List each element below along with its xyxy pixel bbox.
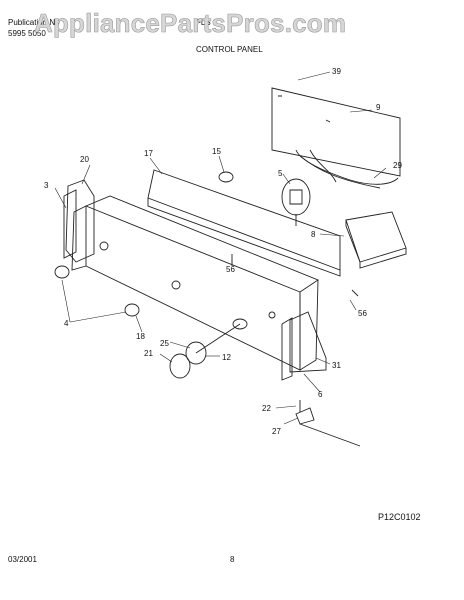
callout-21: 21 <box>144 349 153 358</box>
part-knob-21 <box>169 353 191 379</box>
callout-29: 29 <box>393 161 402 170</box>
callout-12: 12 <box>222 353 231 362</box>
footer-date: 03/2001 <box>8 555 37 564</box>
callout-6: 6 <box>318 390 323 399</box>
callout-4: 4 <box>64 319 69 328</box>
part-light <box>218 171 234 183</box>
figure-code: P12C0102 <box>378 512 421 522</box>
part-ring-25 <box>185 341 207 365</box>
part-knob-mid <box>124 303 140 317</box>
callout-27: 27 <box>272 427 281 436</box>
callout-56-upper: 56 <box>226 265 235 274</box>
callout-22: 22 <box>262 404 271 413</box>
callout-8: 8 <box>311 230 316 239</box>
callout-56-lower: 56 <box>358 309 367 318</box>
callout-20: 20 <box>80 155 89 164</box>
callout-3: 3 <box>44 181 49 190</box>
callout-25: 25 <box>160 339 169 348</box>
callout-39: 39 <box>332 67 341 76</box>
footer-page: 8 <box>230 555 235 564</box>
part-bracket <box>271 87 401 177</box>
publication-number: 5995 5050 <box>8 29 46 38</box>
publication-number-label: Publication No <box>8 18 60 27</box>
model-label: FLS <box>196 18 211 27</box>
part-knob-left <box>54 265 70 279</box>
section-title: CONTROL PANEL <box>196 45 263 54</box>
callout-31: 31 <box>332 361 341 370</box>
callout-5: 5 <box>278 169 283 178</box>
callout-17: 17 <box>144 149 153 158</box>
part-endcap-right <box>289 311 327 373</box>
callout-9: 9 <box>376 103 381 112</box>
callout-18: 18 <box>136 332 145 341</box>
watermark-logo: AppliancePartsPros.com <box>34 8 347 39</box>
callout-15: 15 <box>212 147 221 156</box>
part-bracket-27 <box>295 407 315 425</box>
